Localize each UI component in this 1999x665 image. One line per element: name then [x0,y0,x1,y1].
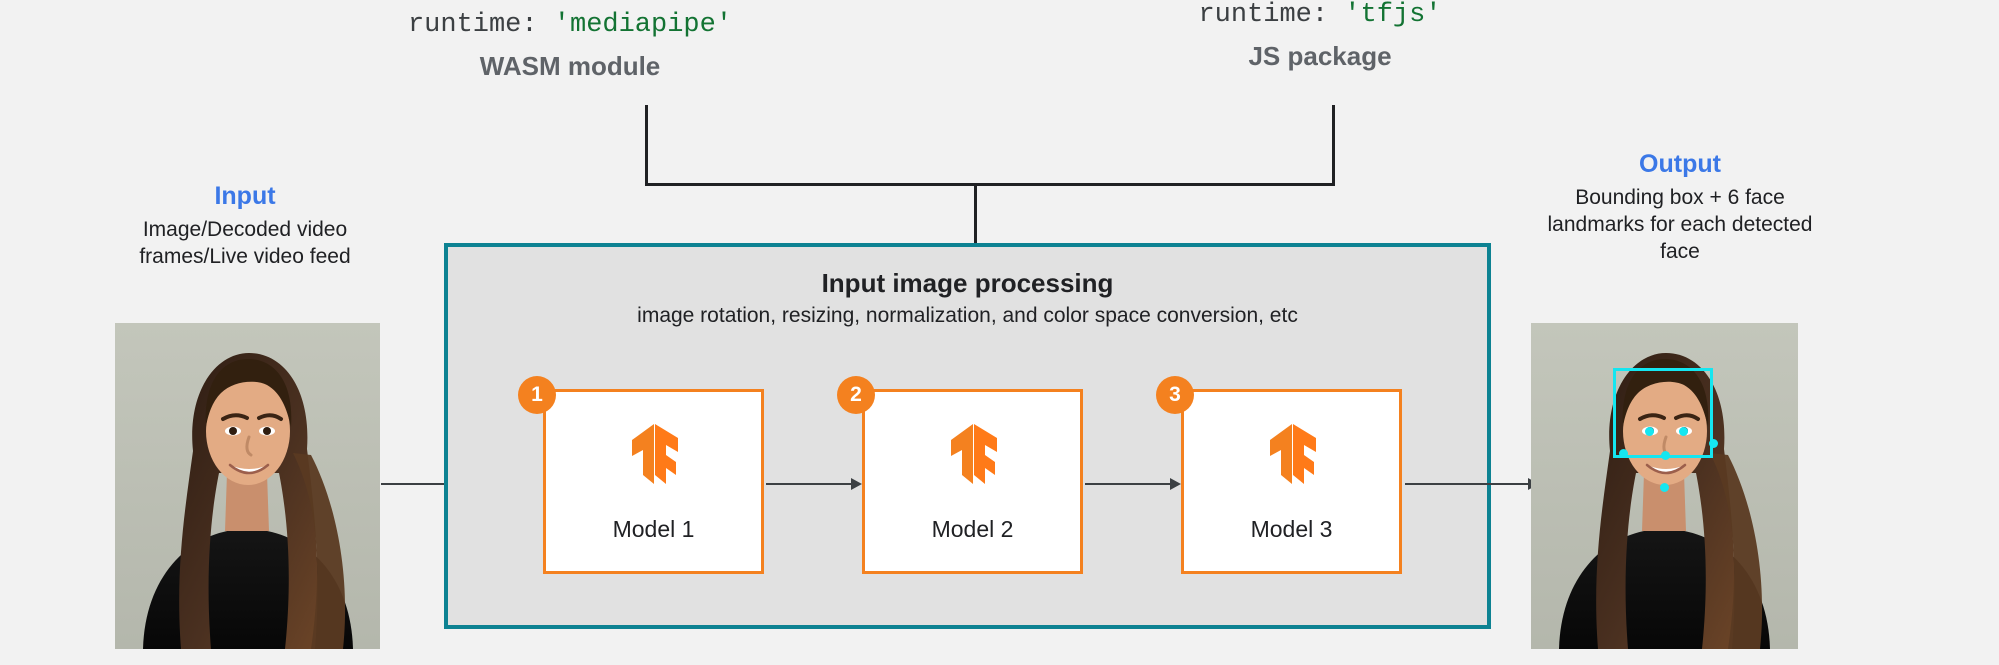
landmark-mouth [1660,483,1669,492]
step-badge-2: 2 [837,376,875,414]
model-label-1: Model 1 [612,516,695,542]
bracket-crossbar [645,183,1335,186]
landmark-left-eye [1645,427,1654,436]
model-label-2: Model 2 [931,516,1014,542]
runtime-code-value: 'mediapipe' [553,10,733,40]
output-photo-illustration [1531,323,1798,649]
arrow-panel-to-output [1405,478,1539,490]
input-description: Image/Decoded video frames/Live video fe… [139,217,351,268]
panel-title: Input image processing [821,268,1114,298]
bracket-stem [974,183,977,245]
step-badge-3: 3 [1156,376,1194,414]
arrow-model2-to-model3 [1085,478,1181,490]
panel-subtitle: image rotation, resizing, normalization,… [637,304,1298,327]
tensorflow-logo-icon [631,424,678,484]
output-photo [1531,323,1798,649]
tensorflow-logo-icon [1269,424,1316,484]
model-card-2[interactable]: Model 2 [862,389,1083,574]
output-caption: Output Bounding box + 6 face landmarks f… [1530,148,1830,265]
arrow-head [851,478,862,490]
face-bounding-box [1613,368,1713,458]
arrow-model1-to-model2 [766,478,862,490]
input-photo [115,323,380,649]
runtime-subtitle-wasm: WASM module [479,50,661,81]
bracket-right-leg [1332,105,1335,185]
runtime-label-mediapipe: runtime: 'mediapipe' WASM module [310,8,830,83]
arrow-shaft [1085,483,1170,485]
bracket-left-leg [645,105,648,185]
model-label-3: Model 3 [1250,516,1333,542]
tensorflow-logo-icon [950,424,997,484]
model-card-3[interactable]: Model 3 [1181,389,1402,574]
arrow-shaft [766,483,851,485]
landmark-left-ear [1619,449,1628,458]
runtime-bracket-connector [645,105,1335,245]
runtime-code-mediapipe: runtime: 'mediapipe' [310,8,830,43]
runtime-code-value: 'tfjs' [1344,0,1442,30]
output-description: Bounding box + 6 face landmarks for each… [1547,185,1813,264]
runtime-subtitle-js: JS package [1248,40,1392,71]
input-caption: Input Image/Decoded video frames/Live vi… [95,180,395,270]
input-photo-illustration [115,323,380,649]
arrow-head [1170,478,1181,490]
runtime-code-tfjs: runtime: 'tfjs' [1060,0,1580,33]
landmark-right-eye [1679,427,1688,436]
landmark-right-ear [1709,439,1718,448]
model-card-1[interactable]: Model 1 [543,389,764,574]
runtime-code-prefix: runtime: [1198,0,1345,30]
input-title: Input [214,182,276,210]
runtime-code-prefix: runtime: [407,10,554,40]
arrow-shaft [1405,483,1528,485]
output-title: Output [1639,150,1721,178]
runtime-label-tfjs: runtime: 'tfjs' JS package [1060,0,1580,73]
step-badge-1: 1 [518,376,556,414]
landmark-nose [1661,451,1670,460]
